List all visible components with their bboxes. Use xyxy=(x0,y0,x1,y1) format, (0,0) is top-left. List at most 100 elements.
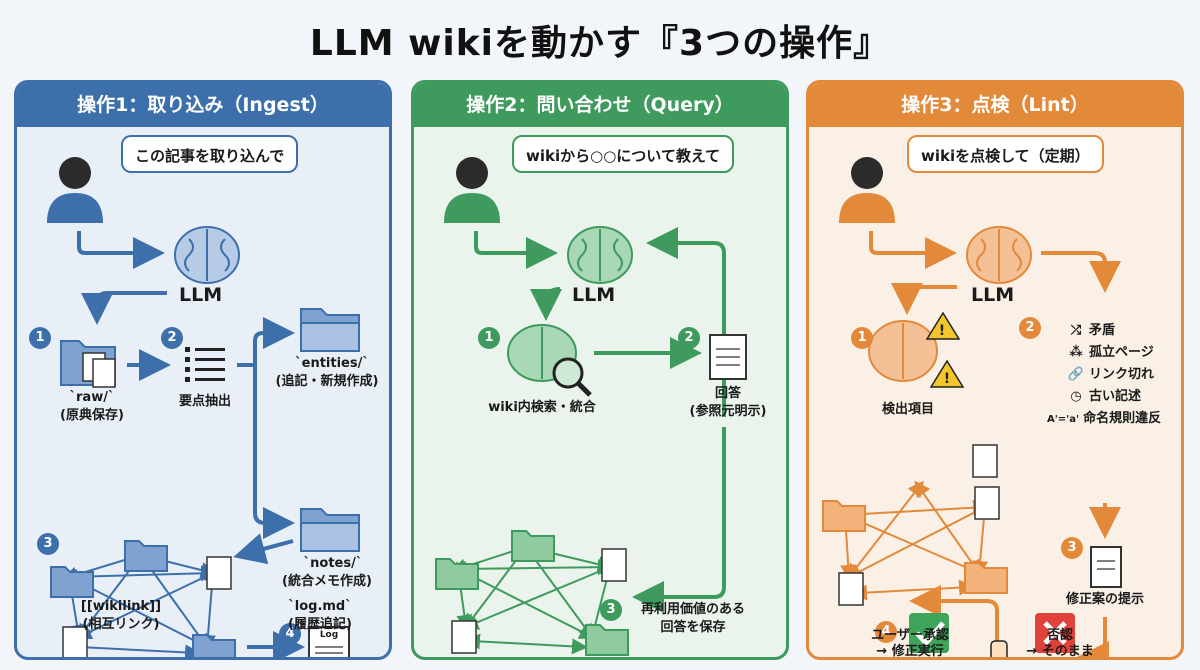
panel-ingest: 操作1：取り込み（Ingest） xyxy=(14,80,392,660)
entities-label: `entities/` xyxy=(295,356,369,371)
proposal-doc-icon xyxy=(1090,546,1122,588)
entities-sublabel: (追記・新規作成) xyxy=(275,374,379,389)
raw-sublabel: (原典保存) xyxy=(60,408,124,423)
approve-line2: → 修正実行 xyxy=(876,644,944,659)
brain-search-icon xyxy=(507,324,592,397)
check-row-broken-link: 🔗 リンク切れ xyxy=(1067,363,1154,382)
check-row-orphan: ⁂ 孤立ページ xyxy=(1067,341,1154,360)
ingest-llm-label: LLM xyxy=(179,284,223,306)
hand-pointer-icon xyxy=(990,640,1008,657)
lint-step-4-badge: 4 xyxy=(875,621,897,643)
brain-icon xyxy=(174,226,240,284)
shuffle-icon: ⤮ xyxy=(1070,323,1082,338)
orphan-icon: ⁂ xyxy=(1069,345,1083,360)
check-label: 矛盾 xyxy=(1089,323,1116,338)
log-sublabel: (履歴追記) xyxy=(288,617,352,632)
save-answer-line1: 再利用価値のある xyxy=(640,602,745,617)
reject-line2: → そのまま xyxy=(1026,644,1094,659)
brain-icon xyxy=(966,226,1032,284)
notes-folder-icon xyxy=(300,508,360,552)
proposal-label: 修正案の提示 xyxy=(1065,592,1144,607)
lint-doc-icon xyxy=(972,444,998,478)
approve-check-icon xyxy=(909,613,949,653)
query-llm-label: LLM xyxy=(572,284,616,306)
lint-llm-label: LLM xyxy=(971,284,1015,306)
reject-cross-icon xyxy=(1035,613,1075,653)
query-request-bubble: wikiから○○について教えて xyxy=(512,135,735,173)
user-icon xyxy=(839,157,895,223)
list-icon xyxy=(185,347,225,382)
user-icon xyxy=(444,157,500,223)
reject-line1: 否認 xyxy=(1046,628,1073,643)
network-folder-icon-2 xyxy=(511,530,555,562)
network-folder-icon-2 xyxy=(124,540,168,572)
brain-icon xyxy=(567,226,633,284)
search-label: wiki内検索・統合 xyxy=(488,400,596,415)
network-doc-icon-2 xyxy=(62,626,88,657)
entities-folder-icon xyxy=(300,308,360,352)
lint-step-3-badge: 3 xyxy=(1061,537,1083,559)
check-label: リンク切れ xyxy=(1089,367,1155,382)
network-folder-icon-3 xyxy=(192,634,236,657)
panel-query-header: 操作2：問い合わせ（Query） xyxy=(414,83,786,127)
ingest-diagram xyxy=(47,157,360,657)
check-label: 古い記述 xyxy=(1089,389,1142,404)
log-label: `log.md` xyxy=(288,599,352,614)
ingest-step-4-badge: 4 xyxy=(279,623,301,645)
extract-label: 要点抽出 xyxy=(178,394,231,409)
naming-icon: A'='a' xyxy=(1047,414,1080,425)
panel-ingest-header: 操作1：取り込み（Ingest） xyxy=(17,83,389,127)
query-diagram xyxy=(435,157,747,656)
network-folder-icon-2 xyxy=(964,562,1008,594)
network-doc-icon-2 xyxy=(838,572,864,606)
check-label: 命名規則違反 xyxy=(1083,411,1162,426)
save-answer-line2: 回答を保存 xyxy=(660,620,726,635)
svg-text:!: ! xyxy=(944,371,950,387)
network-doc-icon-2 xyxy=(451,620,477,654)
answer-doc-icon xyxy=(709,334,747,380)
approve-line1: ユーザー承認 xyxy=(871,628,949,643)
network-doc-icon-1 xyxy=(601,548,627,582)
query-step-3-badge: 3 xyxy=(600,599,622,621)
lint-step-2-badge: 2 xyxy=(1019,317,1041,339)
notes-sublabel: (統合メモ作成) xyxy=(282,574,372,589)
notes-label: `notes/` xyxy=(303,556,363,571)
network-folder-icon-1 xyxy=(435,558,479,590)
page-title: LLM wikiを動かす『3つの操作』 xyxy=(309,23,891,64)
check-label: 孤立ページ xyxy=(1089,345,1154,360)
network-folder-icon-1 xyxy=(822,500,866,532)
ingest-request-bubble: この記事を取り込んで xyxy=(121,135,299,173)
log-icon-text: Log xyxy=(319,630,339,640)
ingest-step-3-badge: 3 xyxy=(37,533,59,555)
answer-sublabel: (参照元明示) xyxy=(689,404,767,419)
lint-step-1-badge: 1 xyxy=(851,327,873,349)
network-doc-icon-1 xyxy=(206,556,232,590)
answer-label: 回答 xyxy=(714,386,741,401)
wikilink-sublabel: (相互リンク) xyxy=(82,617,160,632)
ingest-step-2-badge: 2 xyxy=(161,327,183,349)
network-folder-icon-1 xyxy=(50,566,94,598)
raw-label: `raw/` xyxy=(69,390,115,405)
panel-lint-header: 操作3：点検（Lint） xyxy=(809,83,1181,127)
user-icon xyxy=(47,157,103,223)
ingest-step-1-badge: 1 xyxy=(29,327,51,349)
panel-query: 操作2：問い合わせ（Query） xyxy=(411,80,789,660)
svg-text:!: ! xyxy=(939,323,945,339)
log-file-icon xyxy=(308,626,350,657)
network-folder-icon-3 xyxy=(585,624,629,656)
clock-icon: ◷ xyxy=(1070,389,1082,404)
lint-diagram: ! ! xyxy=(822,157,1122,657)
check-row-naming: A'='a'命名規則違反 xyxy=(1047,407,1161,426)
panel-lint: 操作3：点検（Lint） ! ! xyxy=(806,80,1184,660)
link-icon: 🔗 xyxy=(1067,367,1085,382)
check-row-contradiction: ⤮ 矛盾 xyxy=(1067,319,1115,338)
wikilink-label: [[wikilink]] xyxy=(80,599,162,614)
network xyxy=(837,480,993,601)
raw-folder-icon xyxy=(60,340,116,388)
detect-label: 検出項目 xyxy=(881,402,934,417)
network-doc-icon-1 xyxy=(974,486,1000,520)
brain-warning-icon: ! ! xyxy=(868,311,965,388)
check-row-outdated: ◷ 古い記述 xyxy=(1067,385,1141,404)
lint-request-bubble: wikiを点検して（定期） xyxy=(907,135,1104,173)
query-step-2-badge: 2 xyxy=(678,327,700,349)
